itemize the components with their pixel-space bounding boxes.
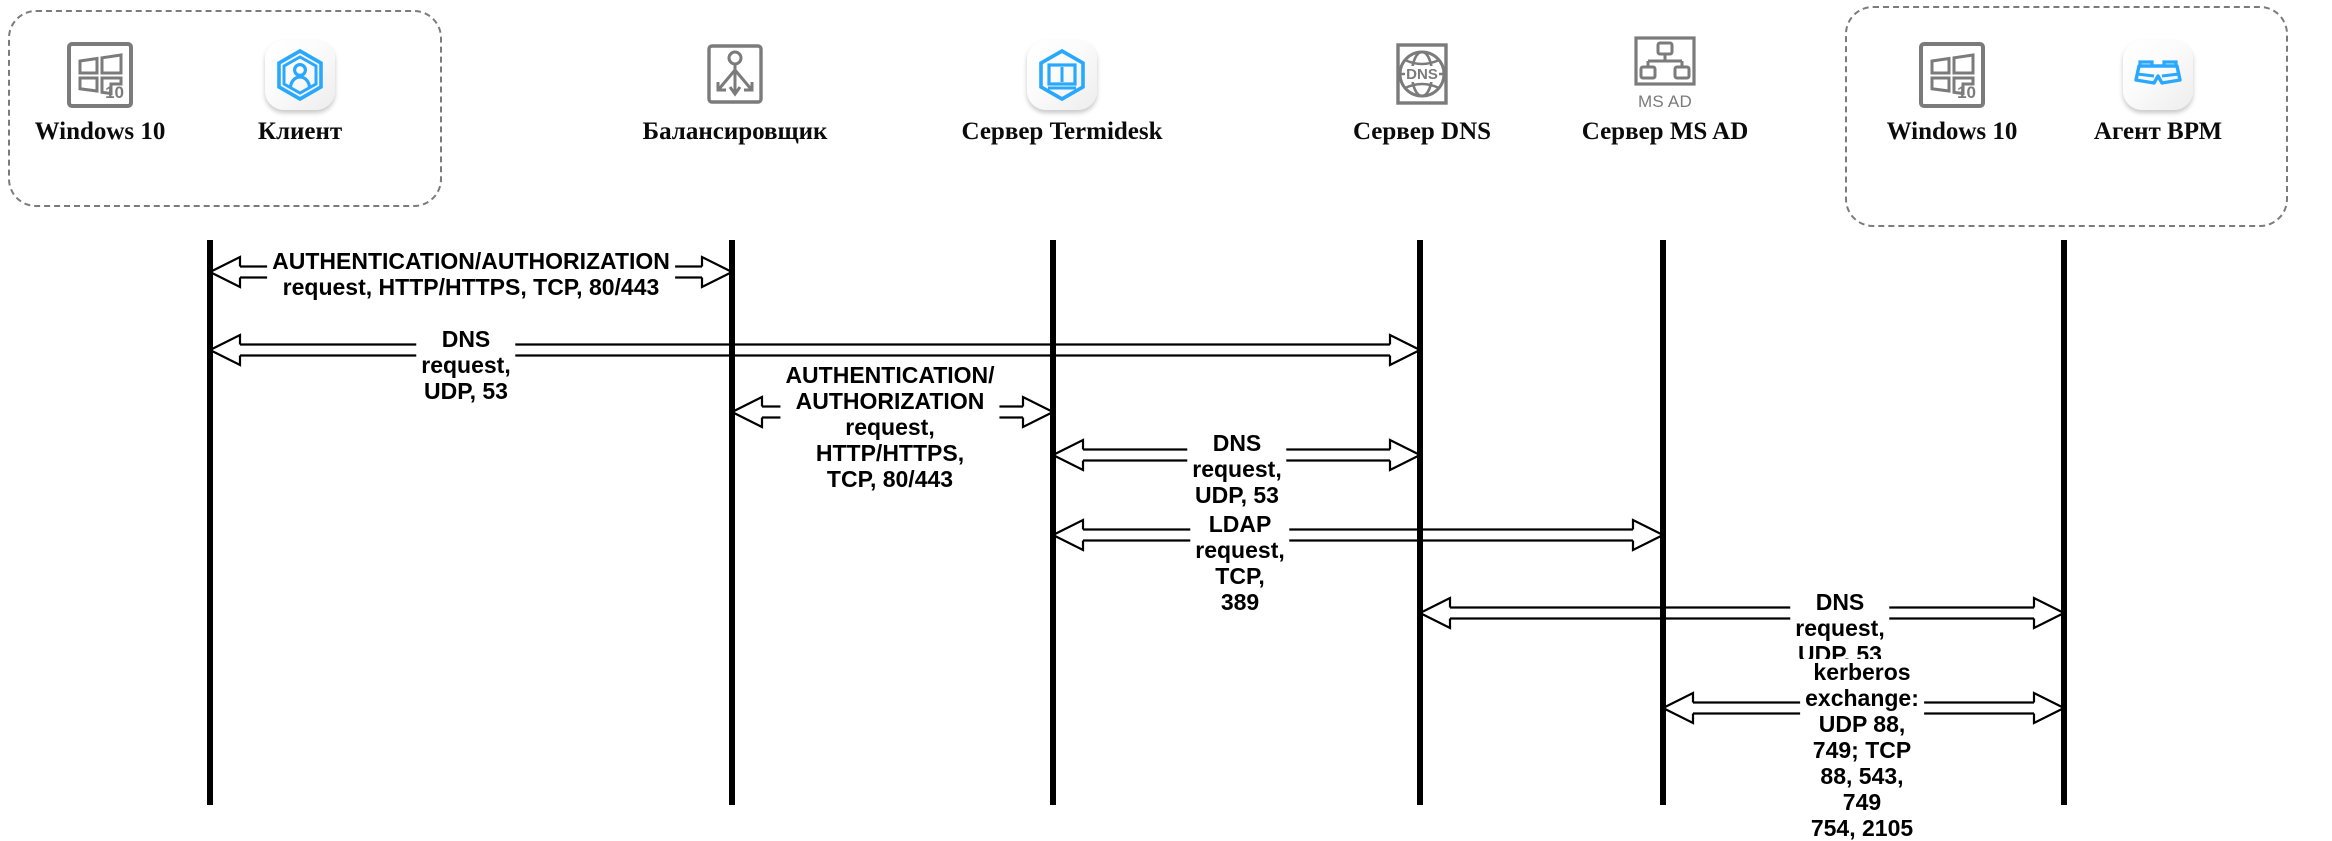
actor-windows10-left: 10 Windows 10 bbox=[0, 22, 220, 146]
actor-client: Клиент bbox=[180, 22, 420, 146]
lifeline-dns bbox=[1417, 240, 1423, 805]
message-label: DNS request, UDP, 53 bbox=[1790, 589, 1890, 667]
lifeline-client bbox=[207, 240, 213, 805]
ms-ad-icon: MS AD bbox=[1632, 22, 1698, 110]
message-label: LDAP request, TCP, 389 bbox=[1190, 511, 1290, 615]
actor-msad: MS AD Сервер MS AD bbox=[1545, 22, 1785, 146]
vrm-agent-glasses-icon bbox=[2123, 22, 2193, 110]
load-balancer-icon bbox=[700, 22, 770, 110]
group-box-vdi bbox=[1845, 6, 2288, 227]
actor-termidesk: Сервер Termidesk bbox=[942, 22, 1182, 146]
message-label: AUTHENTICATION/ AUTHORIZATION request, H… bbox=[780, 362, 1000, 492]
lifeline-balancer bbox=[729, 240, 735, 805]
actor-label: Сервер DNS bbox=[1352, 118, 1492, 145]
actor-label: Агент ВРМ bbox=[2093, 118, 2223, 145]
lifeline-agent-vrm bbox=[2061, 240, 2067, 805]
message-label: DNS request, UDP, 53 bbox=[416, 326, 516, 404]
actor-agent-vrm: Агент ВРМ bbox=[2038, 22, 2278, 146]
actor-windows10-right: 10 Windows 10 bbox=[1832, 22, 2072, 146]
svg-text:DNS: DNS bbox=[1406, 66, 1438, 83]
svg-text:10: 10 bbox=[1957, 83, 1976, 102]
termidesk-server-icon bbox=[1027, 22, 1097, 110]
ms-ad-icon-caption: MS AD bbox=[1638, 92, 1692, 111]
actor-label: Windows 10 bbox=[1886, 118, 2018, 145]
actor-balancer: Балансировщик bbox=[615, 22, 855, 146]
windows-10-icon: 10 bbox=[65, 22, 135, 110]
lifeline-termidesk bbox=[1050, 240, 1056, 805]
group-box-client bbox=[8, 10, 442, 207]
actor-label: Сервер Termidesk bbox=[961, 118, 1163, 145]
windows-10-icon: 10 bbox=[1917, 22, 1987, 110]
actor-label: Сервер MS AD bbox=[1581, 118, 1749, 145]
actor-label: Балансировщик bbox=[642, 118, 828, 145]
actor-label: Клиент bbox=[257, 118, 343, 145]
message-label: kerberos exchange: UDP 88, 749; TCP 88, … bbox=[1800, 659, 1924, 841]
message-label: DNS request, UDP, 53 bbox=[1187, 430, 1287, 508]
lifeline-msad bbox=[1660, 240, 1666, 805]
dns-globe-icon: DNS bbox=[1387, 22, 1457, 110]
message-label: AUTHENTICATION/AUTHORIZATION request, HT… bbox=[267, 248, 675, 300]
actor-label: Windows 10 bbox=[34, 118, 166, 145]
actor-dns: DNS Сервер DNS bbox=[1302, 22, 1542, 146]
svg-text:10: 10 bbox=[105, 83, 124, 102]
termidesk-client-icon bbox=[265, 22, 335, 110]
